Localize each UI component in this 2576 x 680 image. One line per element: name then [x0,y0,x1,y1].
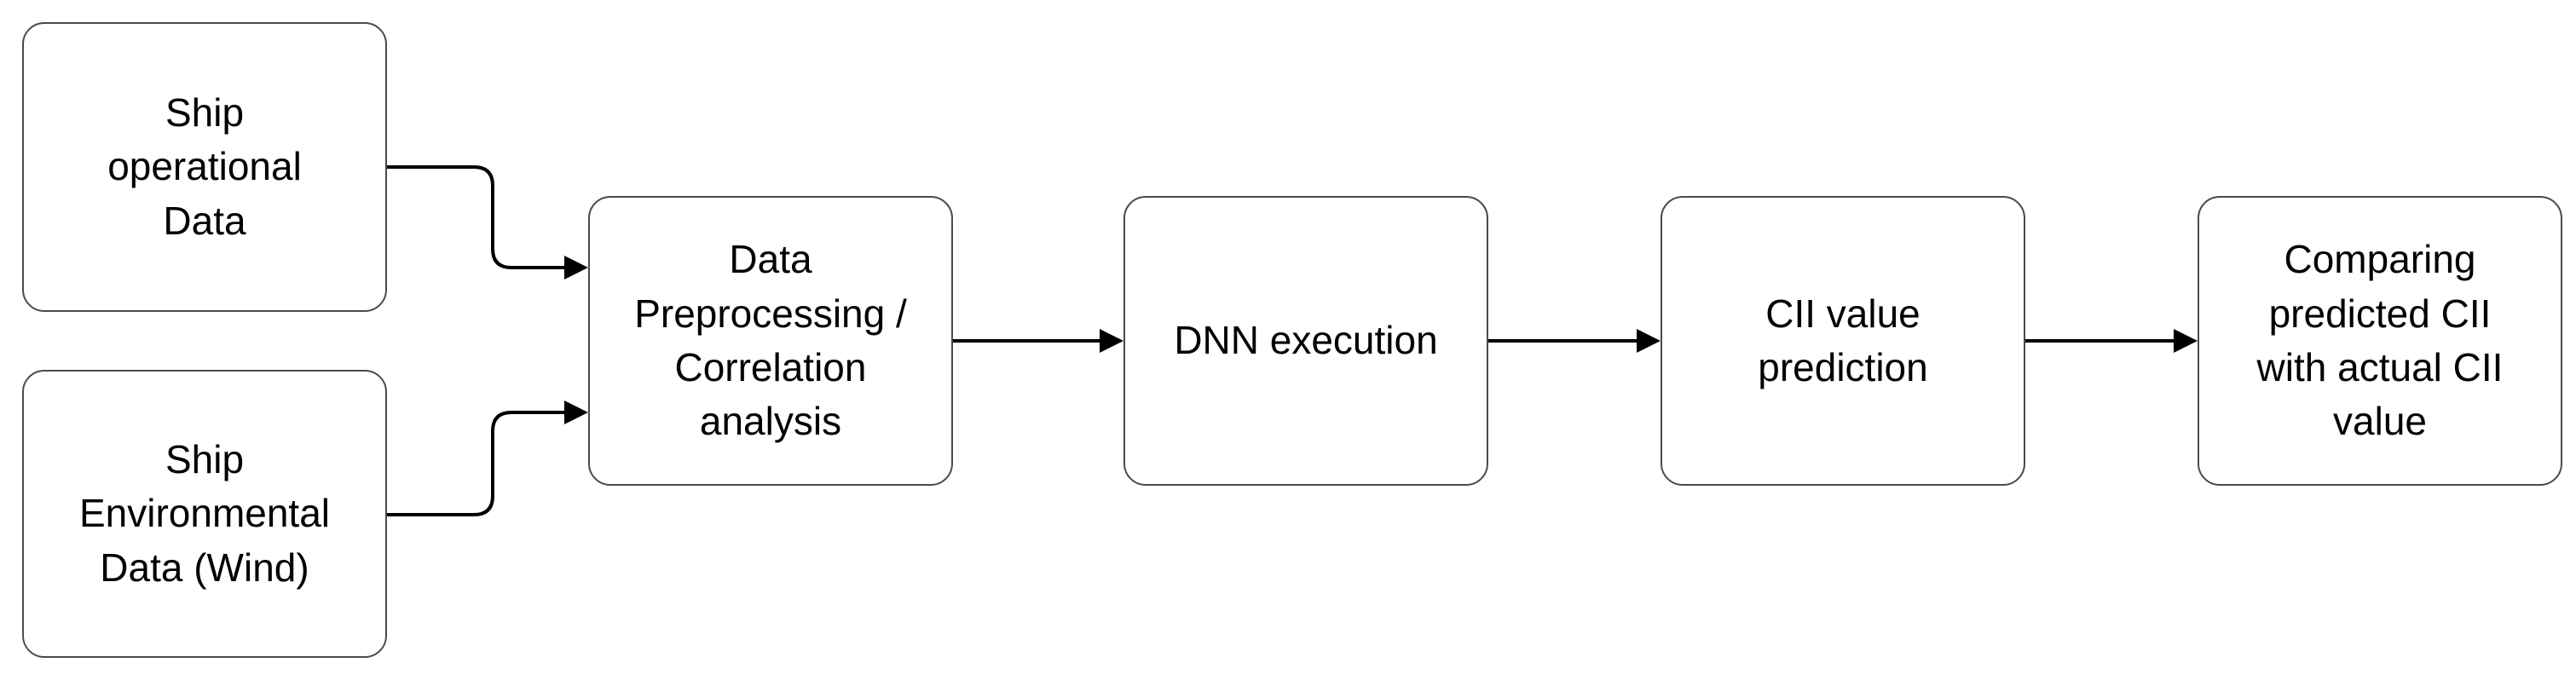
ship-operational-data-label: Ship operational Data [107,89,302,243]
dnn-execution-box: DNN execution [1123,196,1488,486]
cii-value-prediction-box: CII value prediction [1661,196,2025,486]
data-preprocessing-box: Data Preprocessing / Correlation analysi… [588,196,953,486]
dnn-execution-label: DNN execution [1174,318,1438,363]
compare-cii-box: Comparing predicted CII with actual CII … [2198,196,2562,486]
arrowhead-environmental [564,401,588,424]
ship-environmental-data-box: Ship Environmental Data (Wind) [22,370,387,658]
arrowhead-comparison [2174,329,2198,353]
data-preprocessing-label: Data Preprocessing / Correlation analysi… [634,237,907,444]
arrow-operational-to-preprocessing [387,165,566,269]
arrowhead-cii-prediction [1637,329,1661,353]
arrowhead-operational [564,256,588,279]
arrowhead-dnn [1100,329,1123,353]
arrow-environmental-to-preprocessing [387,411,566,516]
ship-operational-data-box: Ship operational Data [22,22,387,312]
cii-value-prediction-label: CII value prediction [1758,291,1928,389]
ship-environmental-data-label: Ship Environmental Data (Wind) [78,436,331,590]
compare-cii-label: Comparing predicted CII with actual CII … [2256,237,2504,444]
